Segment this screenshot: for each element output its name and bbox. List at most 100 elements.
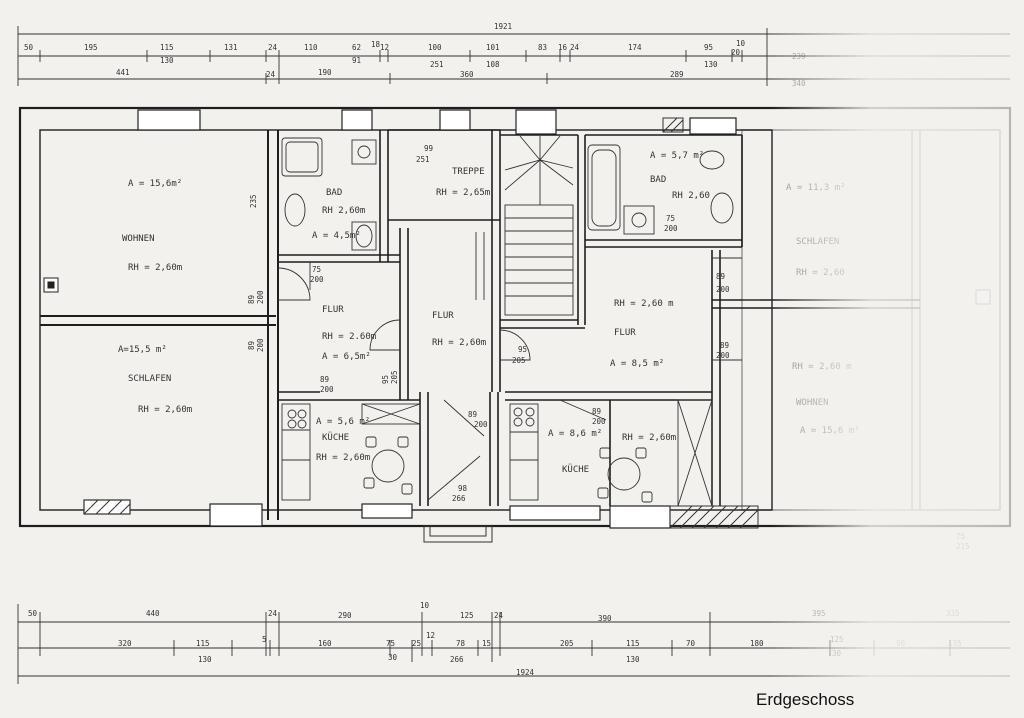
room-height: RH = 2,60: [796, 268, 845, 278]
dim-label: 180: [750, 639, 764, 648]
dim-label: 395: [812, 609, 826, 618]
dim-label: 125: [830, 635, 844, 644]
dim-label: 195: [84, 43, 98, 52]
dim-label: 239: [792, 52, 806, 61]
dim-label: 24: [268, 43, 278, 52]
room-height: RH = 2,60 m: [792, 362, 852, 372]
dim-label: 83: [538, 43, 547, 52]
top-overall-dim: 1921: [494, 22, 512, 31]
room-area: A=15,5 m²: [118, 345, 167, 355]
room-name: KÜCHE: [562, 464, 589, 475]
dim-label: 115: [160, 43, 174, 52]
door-dim: 200: [592, 417, 606, 426]
dim-label: 290: [338, 611, 352, 620]
door-swings: [277, 257, 760, 501]
door-dim: 200: [310, 275, 324, 284]
dim-label: 360: [460, 70, 474, 79]
bottom-dim-row2: 320 115 5 160 75 25 12 78 15 205 115 70 …: [118, 631, 962, 648]
dim-label: 101: [486, 43, 500, 52]
door-dim: 89: [247, 295, 256, 304]
floor-caption: Erdgeschoss: [756, 690, 855, 709]
room-name: WOHNEN: [796, 398, 829, 408]
room-height: RH = 2,65m: [436, 188, 490, 198]
room-height: RH 2,60: [672, 191, 710, 201]
treppe-dim: 99: [424, 144, 433, 153]
room-bad-left: BAD RH 2,60m A = 4,5m²: [312, 188, 365, 241]
door-dim: 200: [320, 385, 334, 394]
room-name: WOHNEN: [122, 234, 155, 244]
wall-dim: 235: [249, 194, 258, 208]
room-area: A = 5,6 m²: [316, 417, 370, 427]
door-dim: 95: [381, 375, 390, 384]
dim-label: 15: [482, 639, 491, 648]
dim-label: 130: [160, 56, 174, 65]
dim-label: 160: [318, 639, 332, 648]
dim-label: 115: [626, 639, 640, 648]
dim-label: 20: [731, 48, 741, 57]
room-area: A = 8,6 m²: [548, 429, 602, 439]
room-schlafen-right: A = 11,3 m² SCHLAFEN RH = 2,60: [786, 183, 846, 278]
door-dim: 200: [474, 420, 488, 429]
dim-label: 24: [268, 609, 278, 618]
door-dim: 89: [468, 410, 477, 419]
door-dim: 89: [716, 272, 725, 281]
room-height: RH = 2,60m: [432, 338, 486, 348]
door-dim: 205: [390, 370, 399, 384]
door-dim: 200: [256, 338, 265, 352]
dim-label: 12: [380, 43, 389, 52]
room-name: KÜCHE: [322, 432, 349, 443]
dim-label: 174: [628, 43, 642, 52]
bottom-overall-dim: 1924: [516, 668, 535, 677]
door-dim: 89: [720, 341, 729, 350]
room-flur-right: RH = 2,60 m FLUR A = 8,5 m²: [610, 299, 674, 369]
dim-label: 24: [570, 43, 580, 52]
dim-label: 75: [386, 639, 395, 648]
room-height: RH = 2.60m: [322, 332, 376, 342]
room-height: RH 2,60m: [322, 206, 365, 216]
room-name: FLUR: [614, 328, 636, 338]
dim-label: 30: [832, 649, 842, 658]
top-dim-row1: 50 195 115 131 24 110 62 18 12 100 101 8…: [24, 39, 806, 61]
door-dim: 89: [320, 375, 329, 384]
top-dim-row2: 441 24 190 360 289 340: [116, 68, 806, 88]
dim-label: 50: [28, 609, 38, 618]
door-dim: 89: [592, 407, 601, 416]
room-area: A = 5,7 m²: [650, 151, 704, 161]
dim-label: 130: [198, 655, 212, 664]
room-area: A = 15,6m²: [128, 179, 182, 189]
door-dim: 75: [956, 532, 965, 541]
room-wohnen-left: A = 15,6m² WOHNEN RH = 2,60m 235: [122, 179, 258, 273]
door-dim: 98: [458, 484, 468, 493]
dim-label: 25: [412, 639, 421, 648]
room-kueche-right: A = 8,6 m² RH = 2,60m KÜCHE: [548, 429, 676, 475]
room-height: RH = 2,60m: [128, 263, 182, 273]
room-schlafen-left: A=15,5 m² SCHLAFEN RH = 2,60m: [118, 345, 192, 415]
dim-label: 30: [388, 653, 398, 662]
door-dim: 75: [312, 265, 321, 274]
room-height: RH = 2,60 m: [614, 299, 674, 309]
treppe-dim: 251: [416, 155, 430, 164]
dim-label: 70: [686, 639, 696, 648]
dim-label: 125: [460, 611, 474, 620]
dim-label: 251: [430, 60, 444, 69]
room-flur-left: FLUR RH = 2.60m A = 6,5m²: [322, 305, 376, 362]
room-area: A = 6,5m²: [322, 352, 371, 362]
bottom-dim-row2b: 130 30 266 130 30: [198, 649, 842, 664]
dim-label: 130: [704, 60, 718, 69]
room-bad-right: A = 5,7 m² BAD RH 2,60: [650, 151, 710, 201]
door-dim: 95: [518, 345, 527, 354]
room-treppe: 99 251 TREPPE RH = 2,65m: [416, 144, 490, 198]
door-dim: 266: [452, 494, 466, 503]
dim-label: 266: [450, 655, 464, 664]
dim-label: 390: [598, 614, 612, 623]
dim-label: 131: [224, 43, 238, 52]
room-name: BAD: [650, 175, 666, 185]
room-name: BAD: [326, 188, 342, 198]
room-height: RH = 2,60m: [138, 405, 192, 415]
room-name: TREPPE: [452, 167, 485, 177]
windows: [83, 109, 737, 529]
room-name: FLUR: [322, 305, 344, 315]
dim-label: 24: [266, 70, 276, 79]
door-dim: 89: [247, 341, 256, 350]
door-dimensions: 89 200 89 200 75 200 89 200 95 205 89 20…: [247, 214, 970, 551]
